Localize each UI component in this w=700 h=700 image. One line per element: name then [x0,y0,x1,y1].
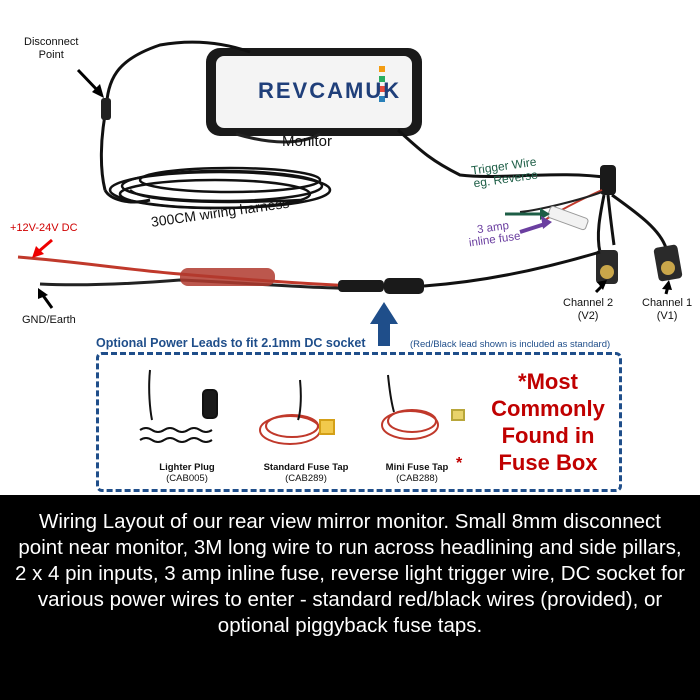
mini-fuse-tap-image [381,374,465,440]
channel2-label: Channel 2 (V2) [563,297,614,322]
power-positive-label: +12V-24V DC [10,222,78,234]
channel1-label: Channel 1 (V1) [642,297,693,322]
most-common-note: *Most Commonly Found in Fuse Box [491,369,605,475]
arrow-disconnect [76,68,104,98]
monitor-image [206,48,422,144]
disconnect-point-label: Disconnect Point [24,36,79,61]
harness-coil [108,166,332,210]
optional-leads-subtitle: (Red/Black lead shown is included as sta… [410,339,611,350]
arrow-channel1 [662,280,672,295]
wiring-diagram: Disconnect Point REVCAMUK Monitor 300CM … [10,36,693,492]
arrow-gnd [38,288,54,309]
arrow-fuse [519,216,552,234]
optional-leads-title: Optional Power Leads to fit 2.1mm DC soc… [96,336,366,350]
channel-1-connector [653,244,683,282]
caption-banner: Wiring Layout of our rear view mirror mo… [0,495,700,700]
arrow-channel2 [594,280,607,294]
mini-fuse-tap-label: Mini Fuse Tap (CAB288) [385,462,449,484]
arrow-power-pos [32,238,53,258]
ground-label: GND/Earth [22,314,76,326]
optional-leads-box [96,352,622,492]
disconnect-connector [101,98,111,120]
arrow-dc-socket [370,302,398,346]
caption-text: Wiring Layout of our rear view mirror mo… [15,510,685,637]
lighter-plug-label: Lighter Plug (CAB005) [159,462,215,484]
mini-fuse-asterisk: * [456,455,463,472]
wiring-drawing [17,40,683,445]
standard-fuse-tap-label: Standard Fuse Tap (CAB289) [263,462,349,484]
channel-2-connector [596,250,618,284]
standard-fuse-tap-image [259,379,335,445]
monitor-label: Monitor [282,133,333,150]
brand-logo: REVCAMUK [258,78,402,103]
lighter-plug-image [139,369,218,443]
